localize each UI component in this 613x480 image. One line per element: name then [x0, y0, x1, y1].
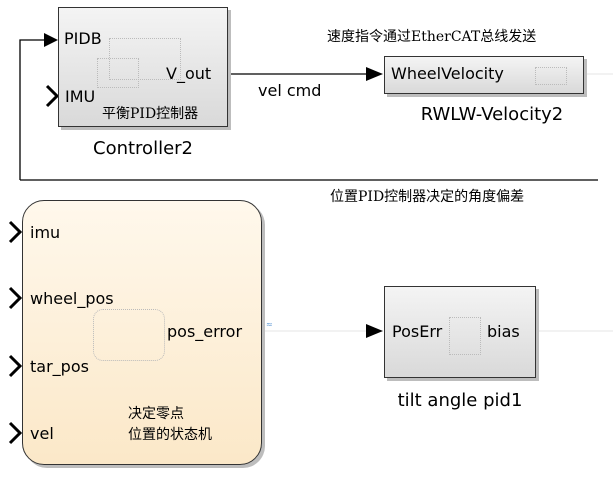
tilt-angle-pid-block[interactable]	[384, 286, 536, 378]
feedback-wire[interactable]	[19, 39, 44, 180]
vel-cmd-label: vel cmd	[258, 81, 322, 100]
wheel-velocity-block[interactable]	[384, 56, 584, 94]
controller-internal-preview	[109, 38, 181, 80]
tilt-angle-caption: tilt angle pid1	[397, 390, 523, 411]
signal-dot: ≈	[266, 320, 273, 329]
imu-chevron	[45, 84, 60, 108]
sm-imu-port-label: imu	[30, 223, 61, 242]
state-machine-label-line1: 决定零点	[128, 406, 184, 422]
pidb-arrowhead	[44, 33, 58, 47]
controller-caption: Controller2	[93, 138, 193, 159]
wheel-internal-preview	[535, 67, 567, 85]
controller-block[interactable]	[58, 7, 228, 127]
v-out-port-label: V_out	[166, 64, 212, 83]
sm-vel-port-label: vel	[30, 424, 54, 443]
wheel-velocity-caption: RWLW-Velocity2	[420, 104, 564, 125]
imu-port-label: IMU	[65, 87, 96, 106]
tilt-internal-preview	[449, 317, 481, 355]
sm-tar-pos-port-label: tar_pos	[30, 357, 89, 376]
sm-pos-error-port-label: pos_error	[167, 322, 243, 341]
tilt-input-arrowhead	[366, 324, 383, 338]
bias-annotation: 位置PID控制器决定的角度偏差	[330, 189, 525, 205]
ethercat-annotation: 速度指令通过EtherCAT总线发送	[327, 29, 537, 45]
pidb-port-label: PIDB	[64, 29, 102, 48]
poserr-port-label: PosErr	[392, 322, 443, 341]
wheel-velocity-port-label: WheelVelocity	[391, 64, 504, 83]
state-machine-chart[interactable]	[22, 200, 262, 465]
state-machine-label-line2: 位置的状态机	[128, 427, 212, 443]
wheel-pos-input-chevron	[8, 286, 23, 310]
vel-input-chevron	[8, 421, 23, 445]
imu-input-chevron	[8, 220, 23, 244]
chart-internal-preview	[93, 309, 165, 361]
wheel-input-arrowhead	[366, 67, 383, 81]
bias-port-label: bias	[487, 322, 520, 341]
controller-internal-preview-2	[97, 58, 139, 88]
sm-wheel-pos-port-label: wheel_pos	[30, 289, 114, 308]
controller-inner-label: 平衡PID控制器	[102, 106, 199, 122]
tar-pos-input-chevron	[8, 354, 23, 378]
